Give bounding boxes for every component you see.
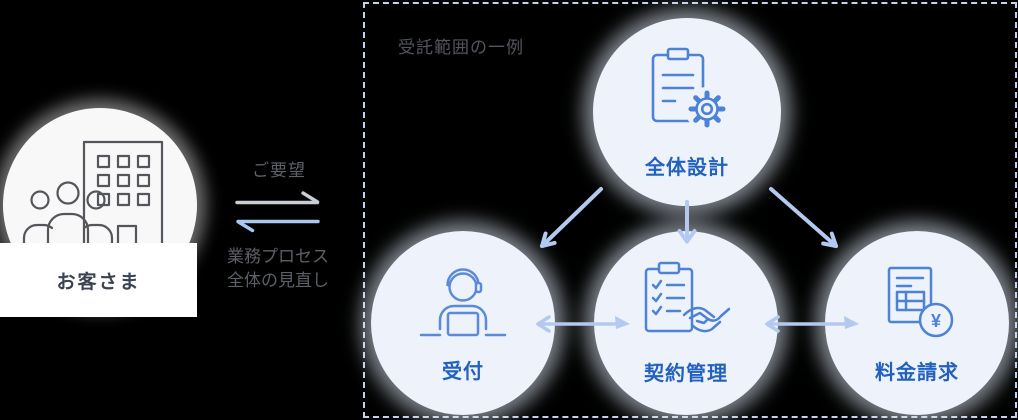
headset-earpiece	[474, 281, 483, 293]
node-billing: ¥ 料金請求	[825, 231, 1009, 415]
checklist-rows	[651, 279, 686, 315]
yen-symbol: ¥	[931, 311, 941, 331]
laptop	[446, 311, 480, 336]
gear-icon	[685, 86, 729, 131]
headset-band	[446, 267, 480, 286]
node-label-reception: 受付	[442, 360, 484, 383]
scope-outsourcing-box	[363, 2, 1017, 418]
request-label: ご要望	[252, 161, 306, 180]
customer-label: お客さま	[0, 243, 197, 317]
review-label-line1: 業務プロセス	[227, 247, 329, 266]
node-label-billing: 料金請求	[875, 361, 959, 384]
invoice-yen-icon: ¥	[869, 262, 965, 346]
yen-badge: ¥	[918, 302, 954, 337]
review-label-line2: 全体の見直し	[227, 271, 329, 290]
customer-label-text: お客さま	[56, 271, 141, 293]
node-contract-management: 契約管理	[594, 231, 778, 415]
handshake	[682, 306, 731, 332]
invoice-table	[895, 290, 926, 311]
review-arrow	[236, 219, 320, 233]
headset-operator-icon	[415, 263, 511, 345]
request-arrow	[235, 191, 320, 205]
building-people-icon	[22, 140, 164, 254]
building-outline	[82, 140, 164, 254]
building-windows	[96, 154, 151, 207]
clipboard-gear-icon	[635, 45, 739, 141]
scope-box-title: 受託範囲の一例	[398, 38, 524, 57]
node-label-overall-design: 全体設計	[645, 156, 729, 179]
people-group	[22, 181, 114, 254]
node-reception: 受付	[371, 231, 555, 415]
review-label: 業務プロセス 全体の見直し	[208, 245, 348, 293]
node-overall-design: 全体設計	[593, 18, 781, 206]
node-label-contract-management: 契約管理	[644, 362, 728, 385]
checklist-handshake-icon	[634, 261, 738, 347]
building-door	[116, 224, 138, 254]
